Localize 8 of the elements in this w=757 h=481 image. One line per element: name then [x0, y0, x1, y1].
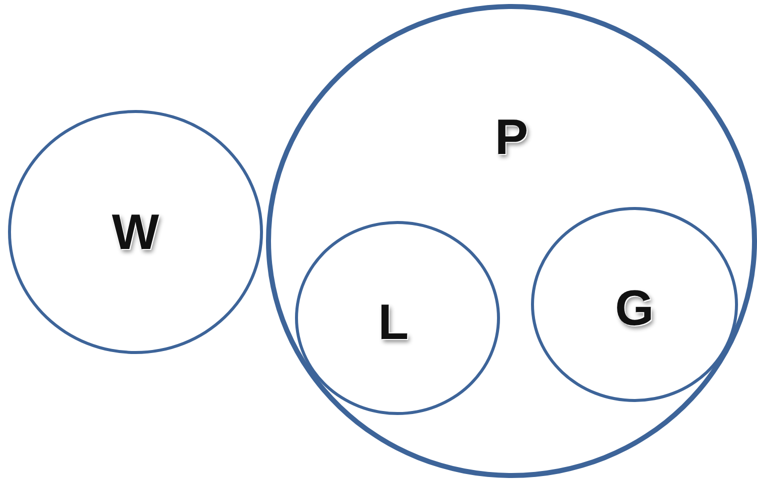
set-label: W	[112, 207, 160, 257]
set-circle	[266, 4, 757, 478]
set-circle	[8, 110, 263, 354]
set-label: L	[378, 296, 409, 347]
set-label: G	[615, 283, 654, 334]
set-circle	[531, 207, 738, 402]
set-label: P	[494, 112, 528, 162]
set-circle	[295, 221, 500, 415]
